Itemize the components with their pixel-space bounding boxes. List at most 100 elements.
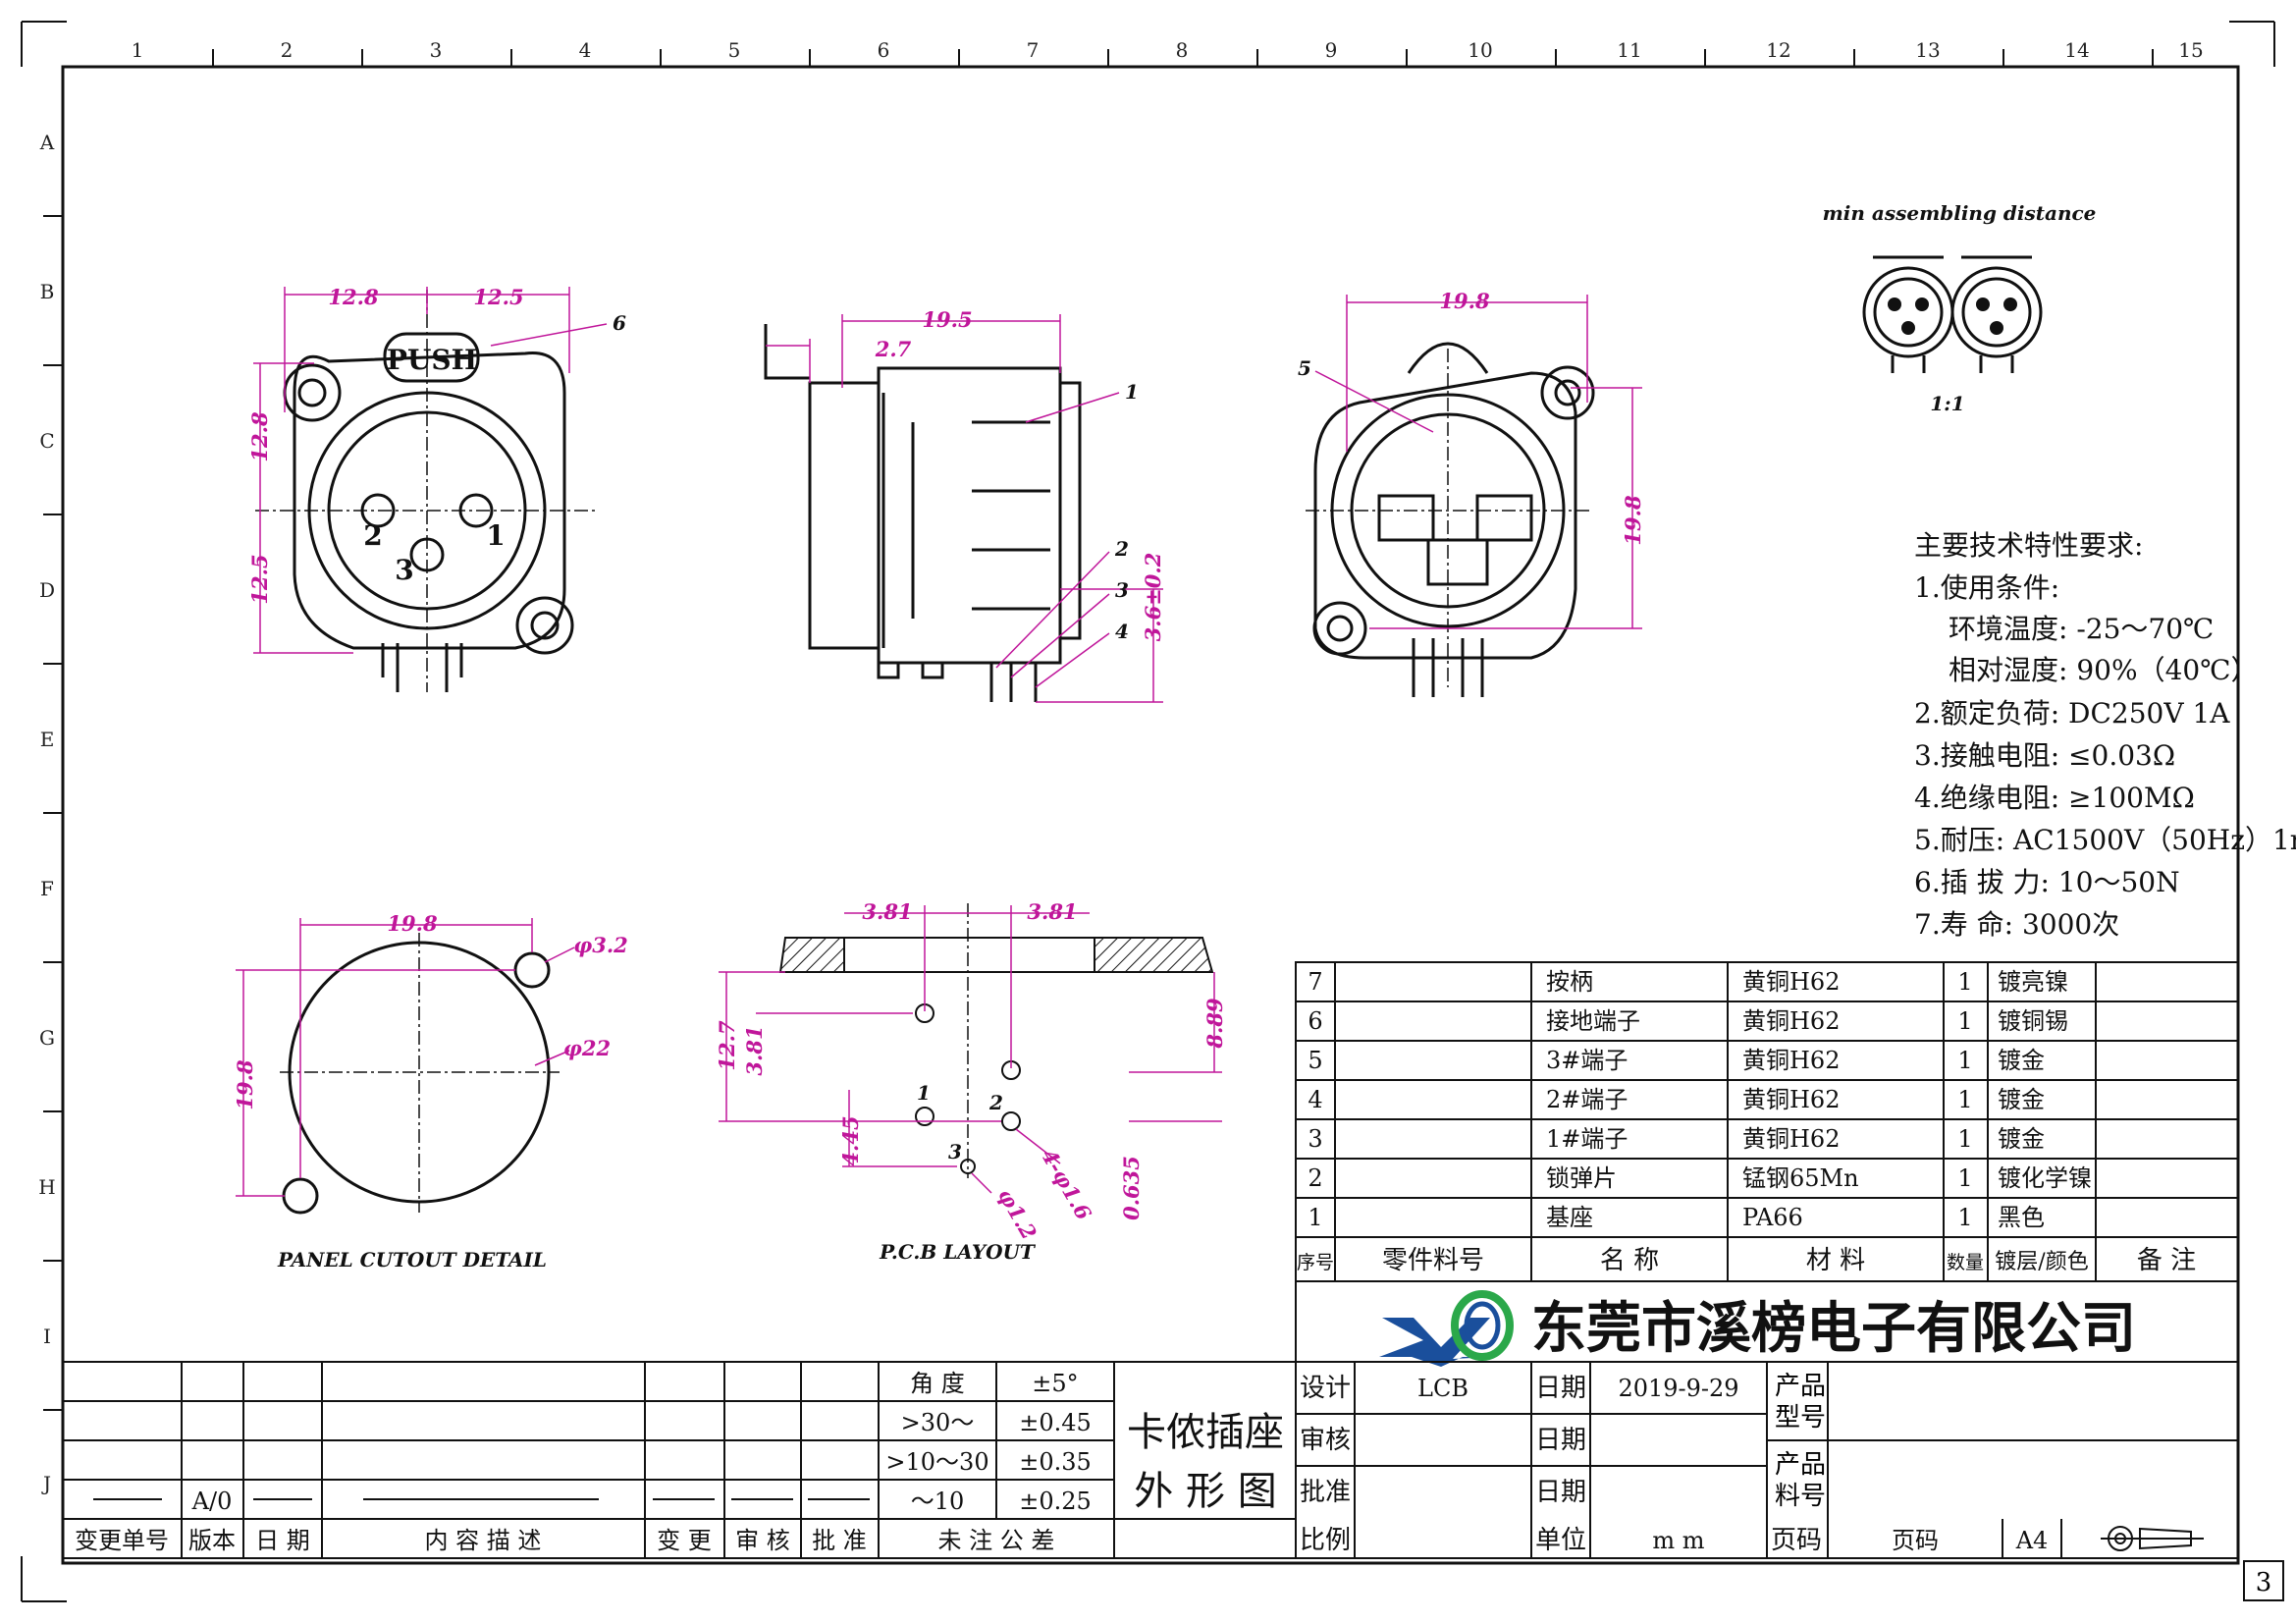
svg-text:>30～: >30～ [901, 1409, 975, 1436]
svg-text:3.81: 3.81 [742, 1025, 767, 1075]
svg-text:～10: ～10 [911, 1488, 965, 1515]
svg-text:变更单号: 变更单号 [75, 1527, 169, 1554]
svg-text:6.插 拔 力: 10～50N: 6.插 拔 力: 10～50N [1914, 866, 2180, 898]
svg-text:6: 6 [878, 38, 890, 62]
svg-text:8.89: 8.89 [1202, 998, 1227, 1050]
svg-text:±0.35: ±0.35 [1019, 1448, 1092, 1476]
svg-text:6: 6 [1308, 1007, 1322, 1035]
svg-text:黑色: 黑色 [1998, 1204, 2045, 1231]
svg-text:12.8: 12.8 [247, 411, 272, 462]
svg-text:版本: 版本 [188, 1527, 236, 1554]
svg-text:12.5: 12.5 [473, 285, 523, 309]
svg-text:黄铜H62: 黄铜H62 [1742, 1047, 1840, 1074]
svg-text:3.接触电阻: ≤0.03Ω: 3.接触电阻: ≤0.03Ω [1914, 739, 2175, 772]
svg-text:4: 4 [1115, 620, 1129, 643]
svg-text:环境温度: -25～70℃: 环境温度: -25～70℃ [1949, 613, 2214, 645]
svg-text:P.C.B LAYOUT: P.C.B LAYOUT [879, 1240, 1037, 1264]
svg-text:按柄: 按柄 [1546, 968, 1593, 996]
rear-view: 19.8 19.8 5 [1298, 289, 1645, 697]
svg-text:10: 10 [1468, 38, 1492, 62]
svg-text:审 核: 审 核 [735, 1527, 790, 1554]
svg-text:1: 1 [1308, 1204, 1322, 1231]
svg-text:m m: m m [1652, 1527, 1704, 1554]
svg-text:数量: 数量 [1947, 1252, 1984, 1273]
svg-text:批 准: 批 准 [812, 1527, 867, 1554]
svg-text:8: 8 [1176, 38, 1189, 62]
svg-text:2: 2 [1308, 1164, 1322, 1192]
svg-text:1: 1 [1957, 1086, 1972, 1113]
svg-text:设计: 设计 [1300, 1374, 1351, 1403]
svg-text:页码: 页码 [1892, 1527, 1939, 1554]
svg-text:基座: 基座 [1546, 1204, 1593, 1231]
pcb-layout: 3.81 3.81 12.7 3.81 8.89 4.45 0.635 4-φ1… [715, 899, 1227, 1264]
svg-text:黄铜H62: 黄铜H62 [1742, 1086, 1840, 1113]
svg-text:1#端子: 1#端子 [1546, 1125, 1628, 1153]
svg-text:13: 13 [1915, 38, 1940, 62]
spec-requirements: 主要技术特性要求: 1.使用条件: 环境温度: -25～70℃ 相对湿度: 90… [1914, 529, 2296, 941]
svg-text:锁弹片: 锁弹片 [1546, 1164, 1617, 1192]
title-block: A/0 变更单号 版本 日 期 内 容 描 述 变 更 审 核 批 准 角 度 … [62, 1361, 2239, 1559]
svg-text:5: 5 [728, 38, 741, 62]
front-view: PUSH 2 1 3 12.8 12.5 12.8 12.5 6 [247, 285, 626, 692]
assembly-thumbnail: min assembling distance 1:1 [1823, 201, 2097, 415]
company-logo [1379, 1290, 1514, 1367]
svg-text:LCB: LCB [1417, 1375, 1468, 1402]
svg-text:12.8: 12.8 [328, 285, 379, 309]
svg-text:3: 3 [948, 1140, 962, 1163]
svg-text:日期: 日期 [1535, 1478, 1586, 1507]
svg-text:J: J [41, 1472, 51, 1495]
svg-text:镀亮镍: 镀亮镍 [1998, 968, 2068, 996]
svg-text:日 期: 日 期 [255, 1527, 310, 1554]
sheet-number: 3 [2256, 1568, 2272, 1597]
svg-text:1: 1 [1957, 1125, 1972, 1153]
svg-text:3#端子: 3#端子 [1546, 1047, 1628, 1074]
svg-text:3.6±0.2: 3.6±0.2 [1141, 553, 1165, 642]
svg-text:外 形 图: 外 形 图 [1134, 1469, 1276, 1514]
grid-row-ticks [43, 215, 63, 1411]
svg-text:镀金: 镀金 [1998, 1047, 2045, 1074]
svg-text:H: H [38, 1175, 55, 1199]
svg-text:审核: 审核 [1300, 1426, 1351, 1455]
svg-text:I: I [43, 1325, 51, 1348]
svg-text:1.使用条件:: 1.使用条件: [1914, 571, 2059, 604]
svg-text:2.7: 2.7 [875, 337, 912, 361]
svg-text:12.7: 12.7 [715, 1020, 739, 1071]
svg-text:2#端子: 2#端子 [1546, 1086, 1628, 1113]
svg-text:7: 7 [1027, 38, 1040, 62]
svg-text:备 注: 备 注 [2137, 1246, 2196, 1275]
svg-text:min assembling distance: min assembling distance [1823, 201, 2097, 225]
bom-table: 7 按柄 黄铜H62 1 镀亮镍 6 接地端子 黄铜H62 1 镀铜锡 5 3#… [1295, 961, 2239, 1282]
svg-text:批准: 批准 [1300, 1478, 1351, 1507]
svg-text:1: 1 [1957, 968, 1972, 996]
svg-text:E: E [40, 728, 55, 751]
svg-text:19.8: 19.8 [1439, 289, 1490, 313]
svg-text:19.8: 19.8 [387, 911, 438, 936]
svg-text:1: 1 [1957, 1204, 1972, 1231]
svg-text:接地端子: 接地端子 [1546, 1007, 1640, 1035]
svg-text:主要技术特性要求:: 主要技术特性要求: [1914, 529, 2143, 562]
svg-text:3.81: 3.81 [1027, 899, 1077, 924]
svg-text:11: 11 [1617, 38, 1641, 62]
svg-text:G: G [39, 1026, 55, 1050]
svg-text:2: 2 [281, 38, 294, 62]
svg-text:0.635: 0.635 [1119, 1156, 1144, 1220]
svg-text:14: 14 [2064, 38, 2089, 62]
svg-text:1: 1 [486, 519, 505, 552]
svg-text:黄铜H62: 黄铜H62 [1742, 1125, 1840, 1153]
svg-text:4-φ1.6: 4-φ1.6 [1037, 1145, 1096, 1224]
svg-text:名 称: 名 称 [1600, 1246, 1659, 1275]
svg-text:3: 3 [395, 554, 413, 586]
svg-text:镀金: 镀金 [1998, 1086, 2045, 1113]
svg-text:PA66: PA66 [1742, 1204, 1803, 1231]
svg-text:4: 4 [579, 38, 592, 62]
svg-text:A4: A4 [2015, 1527, 2049, 1554]
svg-text:锰钢65Mn: 锰钢65Mn [1742, 1164, 1859, 1192]
svg-text:>10～30: >10～30 [885, 1448, 988, 1476]
svg-text:19.8: 19.8 [233, 1059, 257, 1110]
svg-text:东莞市溪榜电子有限公司: 东莞市溪榜电子有限公司 [1531, 1297, 2136, 1361]
svg-text:序号: 序号 [1297, 1252, 1334, 1273]
svg-text:5: 5 [1308, 1047, 1322, 1074]
svg-text:φ22: φ22 [563, 1036, 611, 1060]
svg-text:单位: 单位 [1535, 1526, 1586, 1555]
